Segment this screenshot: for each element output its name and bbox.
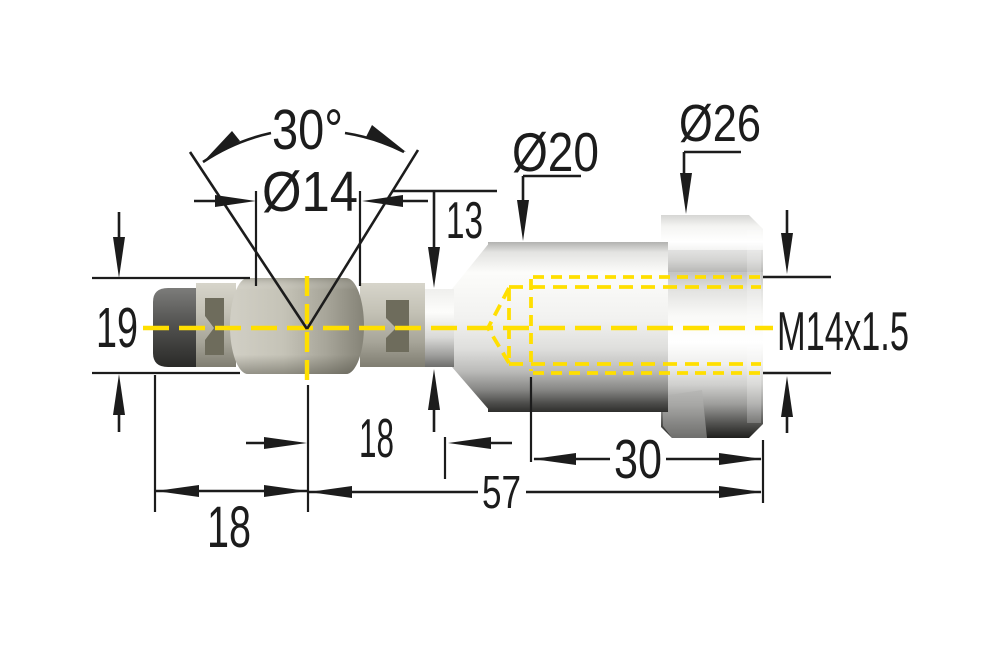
arrow-arc-right (366, 125, 406, 152)
collar-right (360, 283, 425, 367)
arrow-d57-left (309, 486, 352, 498)
arrow-d18a-right (448, 437, 491, 449)
dimension-labels: 30° Ø14 13 19 Ø20 Ø26 M14x1.5 18 18 57 3… (96, 95, 909, 560)
drill-cone-bottom (486, 327, 511, 364)
arrow-d14-left (215, 195, 256, 207)
dim-barrel-diameter: Ø20 (512, 121, 599, 183)
arrow-d30-left (533, 453, 576, 465)
arrow-m14-bottom (781, 376, 793, 417)
hex-end (661, 215, 763, 438)
arrow-d57-right (719, 486, 762, 498)
arrow-m14-top (781, 233, 793, 274)
dim-ball-diameter: Ø14 (262, 160, 358, 224)
arrow-d19-top (113, 237, 125, 278)
arrow-d18a-left (264, 437, 307, 449)
dim-stud-length: 18 (207, 495, 251, 560)
arrow-d26 (680, 173, 692, 214)
dimension-lines (92, 125, 831, 512)
arrow-d30-right (719, 453, 762, 465)
dim-stud-height: 19 (96, 296, 138, 360)
centerlines (143, 276, 773, 383)
hex-chamfer-band (661, 250, 763, 272)
arrow-d18b-right (264, 485, 307, 497)
stud-cap (153, 288, 199, 367)
dim-thread-depth: 30 (614, 428, 662, 490)
arrow-d18b-left (156, 485, 199, 497)
dim-center-offset: 18 (359, 407, 394, 469)
dim-neck-diameter: 13 (446, 192, 483, 250)
cone-slant-right (305, 149, 420, 330)
drill-cone-top (486, 287, 511, 329)
arrow-arc-left (203, 131, 240, 162)
dim-cone-angle: 30° (272, 98, 343, 162)
hidden-thread-lines (486, 275, 761, 375)
arrow-d20 (517, 200, 529, 241)
dim-hex-diameter: Ø26 (679, 95, 761, 153)
arrow-d19-bottom (113, 374, 125, 415)
arrow-d13-top (428, 247, 440, 288)
arrow-d14-right (362, 195, 403, 207)
cone-slant-left (188, 151, 309, 330)
dim-overall-length: 57 (482, 466, 521, 518)
collar-left-inset (205, 298, 224, 355)
hex-corner-face (663, 390, 707, 438)
arrow-d13-bottom (428, 369, 440, 410)
thread-spec-label: M14x1.5 (777, 300, 909, 362)
